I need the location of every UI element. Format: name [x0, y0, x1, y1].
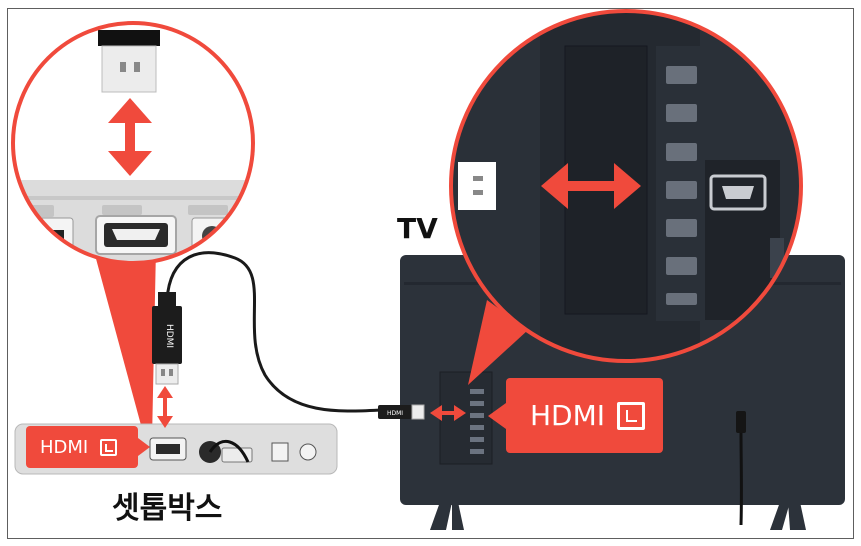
tv-leg-left	[430, 502, 452, 530]
tv-hdmi-input-text: HDMI	[530, 399, 606, 432]
tv-power-plug	[736, 411, 746, 433]
hdmi-cable: HDMI HDMI	[152, 251, 425, 420]
tv-zoom-plug	[458, 162, 496, 210]
input-source-icon	[100, 438, 118, 456]
badge-pointer-icon	[488, 403, 506, 429]
stb-hdmi-input-text: HDMI	[40, 436, 89, 458]
tv-hdmi-input-badge: HDMI	[488, 378, 663, 453]
tv-zoom-port-slots	[666, 66, 697, 305]
tv-label: TV	[397, 212, 438, 245]
tv-zoom-circle	[449, 9, 803, 363]
double-arrow-icon	[108, 98, 152, 176]
tv-port-panel	[439, 371, 493, 465]
cable-plug-text-vertical: HDMI	[164, 324, 174, 348]
stb-zoom-circle	[11, 21, 255, 265]
double-arrow-icon	[541, 163, 641, 209]
tv-leg-left-b	[452, 502, 464, 530]
set-top-box-label: 셋톱박스	[112, 491, 223, 526]
input-source-icon	[617, 401, 646, 430]
hdmi-port-icon	[709, 174, 767, 211]
tv-port-column	[470, 389, 484, 454]
tv-leg-right	[788, 502, 806, 530]
stb-zoom-pointer	[95, 248, 156, 440]
stb-hdmi-input-badge: HDMI	[26, 426, 150, 468]
tv-leg-right-b	[770, 502, 790, 530]
cable-plug-text-horizontal: HDMI	[387, 410, 403, 417]
badge-pointer-icon	[138, 438, 150, 456]
double-arrow-icon	[157, 386, 173, 428]
stb-zoom-hdmi-port	[95, 215, 177, 255]
double-arrow-icon	[430, 405, 466, 421]
